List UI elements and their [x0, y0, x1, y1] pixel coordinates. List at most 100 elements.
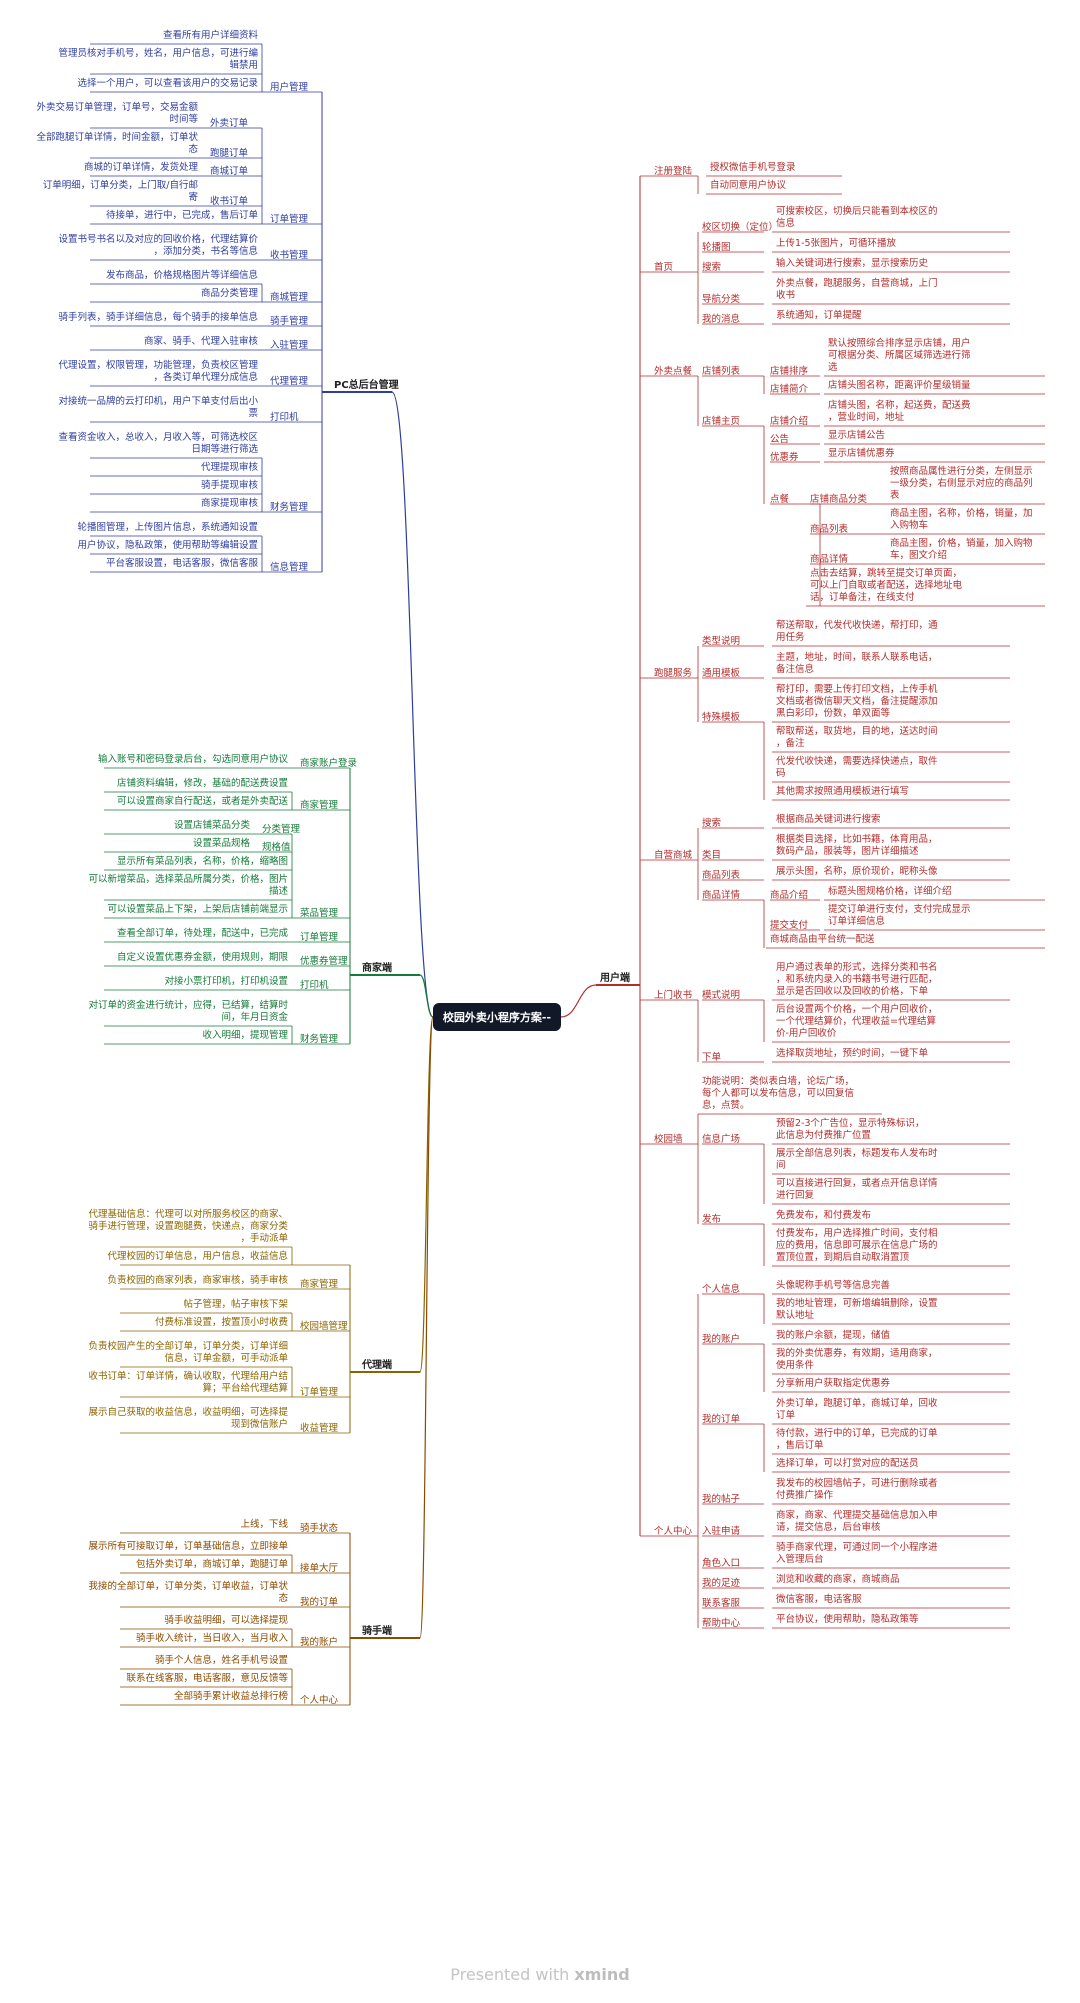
- user-group-label: 上门收书: [654, 989, 693, 1001]
- user-leaf-item: 显示店铺优惠券: [828, 447, 895, 459]
- pc-leaf-item: 用户协议，隐私政策，使用帮助等编辑设置: [77, 539, 258, 551]
- rider-branch-label[interactable]: 骑手端: [362, 1624, 392, 1637]
- user-leaf-item: 默认按照综合排序显示店铺，用户可根据分类、所属区域筛选进行筛选: [828, 337, 971, 373]
- user-sub-label: 商品列表: [702, 869, 741, 881]
- pc-leaf-item: 商家提现审核: [201, 497, 259, 509]
- user-leaf-item: 我的外卖优惠券，有效期，适用商家，使用条件: [776, 1347, 938, 1371]
- user-leaf-item: 待付款，进行中的订单，已完成的订单，售后订单: [776, 1427, 938, 1451]
- pc-leaf-item: 设置书号书名以及对应的回收价格，代理结算价，添加分类，书名等信息: [58, 233, 258, 257]
- pc-group-label: 入驻管理: [270, 339, 309, 351]
- agent-group-label: 校园墙管理: [300, 1320, 348, 1332]
- user-sub2-label: 点餐: [770, 493, 790, 505]
- user-leaf-item: 帮取帮送，取货地，目的地，送达时间，备注: [776, 725, 938, 749]
- user-sub2-label: 店铺简介: [770, 383, 809, 395]
- pc-leaf-item: 代理提现审核: [201, 461, 259, 473]
- agent-branch-label[interactable]: 代理端: [361, 1358, 392, 1371]
- user-leaf-item: 功能说明：类似表白墙，论坛广场，每个人都可以发布信息，可以回复信息，点赞。: [702, 1075, 854, 1111]
- merchant-leaf-item: 可以设置菜品上下架，上架后店铺前端显示: [107, 903, 288, 915]
- user-sub-label: 我的消息: [702, 313, 740, 325]
- user-leaf-item: 平台协议，使用帮助，隐私政策等: [776, 1613, 919, 1625]
- rider-leaf-item: 上线，下线: [240, 1518, 288, 1530]
- user-leaf-item: 头像昵称手机号等信息完善: [776, 1279, 891, 1291]
- pc-group-label: 商城管理: [270, 291, 309, 303]
- user-leaf-item: 自动同意用户协议: [710, 179, 787, 191]
- pc-leaf-item: 商品分类管理: [201, 287, 259, 299]
- user-leaf-item: 骑手商家代理，可通过同一个小程序进入管理后台: [776, 1541, 938, 1565]
- pc-leaf-item: 管理员核对手机号，姓名，用户信息，可进行编辑禁用: [58, 47, 258, 71]
- user-sub-label: 信息广场: [702, 1133, 740, 1145]
- connector: [419, 974, 434, 1018]
- pc-group-label: 用户管理: [270, 81, 309, 93]
- rider-leaf-item: 联系在线客服，电话客服，意见反馈等: [126, 1672, 288, 1684]
- merchant-leaf-item: 对订单的资金进行统计，应得，已结算，结算时间，年月日资金: [88, 999, 288, 1023]
- user-leaf-item: 预留2-3个广告位，显示特殊标识，此信息为付费推广位置: [776, 1117, 925, 1141]
- user-leaf-item: 分享新用户获取指定优惠券: [776, 1377, 891, 1389]
- merchant-leaf-item: 收入明细，提现管理: [202, 1029, 288, 1041]
- merchant-leaf-item: 对接小票打印机，打印机设置: [164, 975, 288, 987]
- pc-leaf-item: 平台客服设置，电话客服，微信客服: [106, 557, 259, 569]
- user-sub2-label: 提交支付: [770, 919, 809, 931]
- merchant-leaf-item: 输入账号和密码登录后台，勾选同意用户协议: [98, 753, 289, 765]
- pc-branch-label[interactable]: PC总后台管理: [334, 378, 399, 391]
- pc-leaf-item: 查看资金收入，总收入，月收入等，可筛选校区日期等进行筛选: [58, 431, 258, 455]
- user-leaf-item: 授权微信手机号登录: [710, 161, 796, 173]
- merchant-leaf-item: 可以新增菜品，选择菜品所属分类，价格，图片描述: [88, 873, 288, 897]
- user-sub-label: 入驻申请: [702, 1525, 741, 1537]
- user-sub2-label: 公告: [770, 433, 789, 445]
- user-leaf-item: 选择订单，可以打赏对应的配送员: [776, 1457, 919, 1469]
- user-sub-label: 校区切换（定位）: [702, 221, 778, 233]
- user-sub-label: 我的足迹: [702, 1577, 741, 1589]
- merchant-group-label: 优惠券管理: [300, 955, 348, 967]
- user-leaf-item: 主题，地址，时间，联系人联系电话，备注信息: [776, 651, 938, 675]
- user-group-label: 注册登陆: [654, 165, 693, 177]
- pc-sub-label: 商城订单: [210, 165, 249, 177]
- agent-leaf-item: 收书订单：订单详情，确认收取，代理给用户结算；平台给代理结算: [88, 1370, 288, 1394]
- user-sub3-label: 店铺商品分类: [810, 493, 868, 505]
- center-title: 校园外卖小程序方案--: [443, 1010, 551, 1024]
- user-branch-label[interactable]: 用户端: [599, 971, 630, 984]
- user-sub-label: 我的帖子: [702, 1493, 741, 1505]
- merchant-group-label: 财务管理: [300, 1033, 339, 1045]
- user-leaf-item: 上传1-5张图片，可循环播放: [776, 237, 897, 249]
- center-node[interactable]: 校园外卖小程序方案--: [433, 1003, 561, 1031]
- user-sub-label: 轮播图: [702, 241, 731, 253]
- rider-group-label: 个人中心: [300, 1694, 339, 1706]
- user-leaf-item: 代发代收快递，需要选择快递点，取件码: [776, 755, 938, 779]
- user-leaf-item: 免费发布，和付费发布: [776, 1209, 871, 1221]
- connector: [419, 1016, 434, 1639]
- pc-group-label: 订单管理: [270, 213, 309, 225]
- pc-group-label: 财务管理: [270, 501, 309, 513]
- user-sub3-label: 商品列表: [810, 523, 849, 535]
- user-sub-label: 类型说明: [702, 635, 740, 647]
- user-leaf-item: 我发布的校园墙帖子，可进行删除或者付费推广操作: [776, 1477, 938, 1501]
- agent-leaf-item: 负责校园产生的全部订单，订单分类，订单详细信息，订单金额，可手动派单: [88, 1340, 288, 1364]
- rider-group-label: 接单大厅: [300, 1562, 339, 1574]
- user-sub2-label: 优惠券: [770, 451, 799, 463]
- user-leaf-item: 我的地址管理，可新增编辑删除，设置默认地址: [776, 1297, 938, 1321]
- user-leaf-item: 店铺头图名称，距离评价星级销量: [828, 379, 971, 391]
- user-sub-label: 角色入口: [702, 1557, 740, 1569]
- merchant-sub-label: 分类管理: [262, 823, 301, 835]
- pc-group-label: 信息管理: [270, 561, 309, 573]
- user-sub-label: 发布: [702, 1213, 721, 1225]
- pc-group-label: 骑手管理: [270, 315, 309, 327]
- pc-leaf-item: 待接单，进行中，已完成，售后订单: [106, 209, 259, 221]
- rider-leaf-item: 骑手个人信息，姓名手机号设置: [155, 1654, 288, 1666]
- rider-leaf-item: 包括外卖订单，商城订单，跑腿订单: [136, 1558, 289, 1570]
- merchant-sub-label: 规格值: [262, 841, 291, 853]
- merchant-branch-label[interactable]: 商家端: [362, 961, 392, 974]
- user-sub-label: 特殊模板: [702, 711, 741, 723]
- user-sub-label: 店铺列表: [702, 365, 741, 377]
- user-leaf-item: 外卖点餐，跑腿服务，自营商城，上门收书: [776, 277, 938, 301]
- pc-leaf-item: 代理设置，权限管理，功能管理，负责校区管理，各类订单代理分成信息: [58, 359, 258, 383]
- user-sub-label: 搜索: [702, 817, 721, 829]
- connector: [391, 391, 434, 1018]
- connector: [560, 984, 597, 1018]
- agent-leaf-item: 负责校园的商家列表，商家审核，骑手审核: [107, 1274, 288, 1286]
- user-leaf-item: 商城商品由平台统一配送: [770, 933, 875, 945]
- agent-group-label: 收益管理: [300, 1422, 339, 1434]
- user-sub-label: 下单: [702, 1051, 722, 1063]
- agent-group-label: 商家管理: [300, 1278, 339, 1290]
- pc-sub-label: 跑腿订单: [210, 147, 249, 159]
- user-leaf-item: 帮打印，需要上传打印文档，上传手机文档或者微信聊天文档，备注提醒添加黑白彩印，份…: [776, 683, 938, 719]
